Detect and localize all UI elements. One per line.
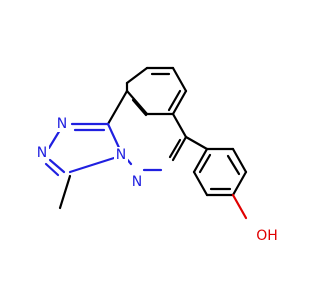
bond — [48, 158, 66, 174]
bond — [171, 112, 188, 139]
atom-n4-label: N — [132, 174, 142, 190]
bond — [125, 66, 149, 85]
atom-oh: OH — [256, 226, 280, 246]
atom-oh-label: OH — [256, 228, 278, 244]
bond — [231, 170, 248, 197]
atom-n3-label: N — [116, 147, 126, 163]
phenol-ring — [184, 135, 248, 197]
bond — [106, 89, 129, 126]
atom-n1: N — [55, 116, 69, 132]
bond — [47, 128, 62, 150]
atom-n3: N — [114, 147, 128, 163]
bond — [44, 162, 60, 177]
bond — [192, 147, 209, 174]
bond — [171, 66, 188, 93]
bond — [198, 153, 212, 174]
atom-n4: N — [130, 174, 144, 190]
atom-n2-label: N — [37, 145, 47, 161]
bond — [167, 89, 182, 112]
bond — [192, 170, 209, 197]
atom-n1-label: N — [57, 116, 67, 132]
bond — [184, 135, 209, 151]
hydroxyl-bond — [231, 193, 248, 220]
bond — [168, 138, 182, 159]
triazole-ring — [44, 122, 116, 177]
methyl-bond — [58, 174, 72, 210]
bond — [171, 89, 188, 116]
bond — [68, 156, 116, 174]
benzo-ring — [125, 66, 188, 117]
bond — [171, 135, 188, 162]
bond — [231, 147, 248, 174]
molecule-structure: N N N N OH — [35, 66, 280, 246]
bond — [125, 89, 149, 116]
bond — [226, 154, 241, 176]
bond — [131, 98, 148, 117]
atom-n2: N — [35, 145, 49, 161]
